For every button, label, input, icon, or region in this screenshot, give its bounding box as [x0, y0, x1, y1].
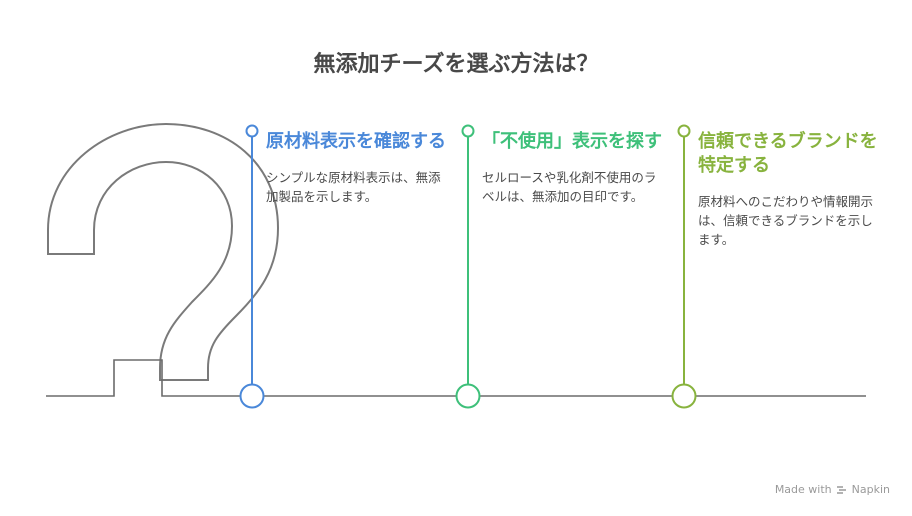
- step-3-body: 原材料へのこだわりや情報開示は、信頼できるブランドを示します。: [698, 194, 874, 247]
- step-3-node: [671, 383, 697, 409]
- timeline-baseline: [46, 359, 866, 397]
- napkin-credit[interactable]: Made with Napkin: [775, 483, 890, 496]
- step-2-node: [455, 383, 481, 409]
- step-1-body: シンプルな原材料表示は、無添加製品を示します。: [266, 170, 441, 204]
- step-1-node: [239, 383, 265, 409]
- step-1-top-dot: [245, 124, 259, 138]
- step-1: 原材料表示を確認する シンプルな原材料表示は、無添加製品を示します。: [266, 130, 446, 206]
- question-mark-icon: [47, 122, 280, 381]
- step-3-heading: 信頼できるブランドを特定する: [698, 131, 878, 176]
- napkin-brand-label: Napkin: [851, 483, 890, 496]
- made-with-label: Made with: [774, 483, 832, 496]
- step-2-body: セルロースや乳化剤不使用のラベルは、無添加の目印です。: [482, 170, 657, 204]
- step-3: 信頼できるブランドを特定する 原材料へのこだわりや情報開示は、信頼できるブランド…: [698, 130, 878, 249]
- step-2-top-dot: [461, 124, 475, 138]
- napkin-logo-icon: [836, 485, 846, 494]
- step-1-heading: 原材料表示を確認する: [266, 131, 446, 152]
- step-2: 「不使用」表示を探す セルロースや乳化剤不使用のラベルは、無添加の目印です。: [482, 130, 662, 206]
- step-2-heading: 「不使用」表示を探す: [482, 131, 662, 152]
- page-title: 無添加チーズを選ぶ方法は？: [313, 52, 599, 77]
- step-3-top-dot: [677, 124, 691, 138]
